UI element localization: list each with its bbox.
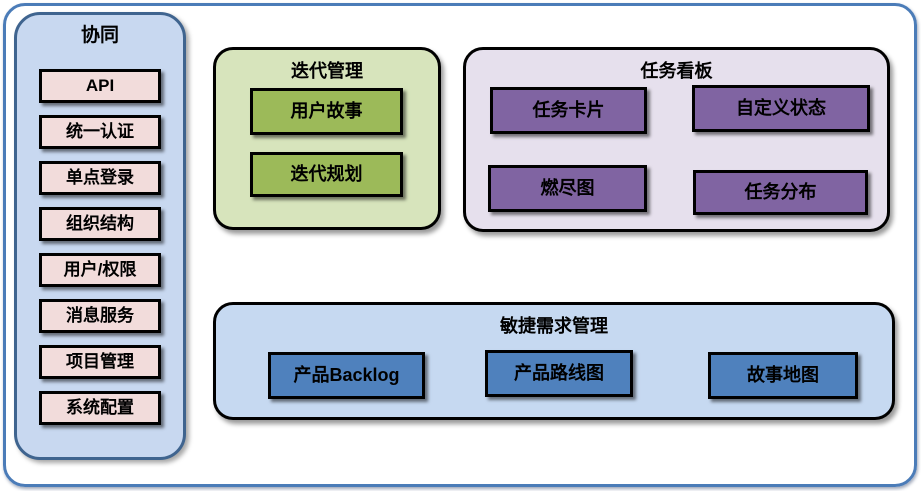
requirements-item-product-roadmap: 产品路线图 (485, 350, 633, 397)
sidebar-item-system-config: 系统配置 (39, 391, 161, 425)
sidebar-item-org-structure: 组织结构 (39, 207, 161, 241)
kanban-item-custom-status: 自定义状态 (692, 85, 870, 132)
sidebar-item-message-service: 消息服务 (39, 299, 161, 333)
kanban-item-task-card: 任务卡片 (490, 87, 647, 134)
requirements-group: 敏捷需求管理 产品Backlog 产品路线图 故事地图 (213, 302, 895, 420)
iteration-item-user-story: 用户故事 (250, 88, 403, 135)
sidebar-item-api: API (39, 69, 161, 103)
collaboration-item-list: API 统一认证 单点登录 组织结构 用户/权限 消息服务 项目管理 系统配置 (17, 69, 183, 425)
sidebar-item-unified-auth: 统一认证 (39, 115, 161, 149)
kanban-item-task-distribution: 任务分布 (693, 170, 868, 215)
kanban-group: 任务看板 任务卡片 自定义状态 燃尽图 任务分布 (463, 47, 890, 232)
sidebar-item-sso: 单点登录 (39, 161, 161, 195)
requirements-item-story-map: 故事地图 (708, 352, 858, 399)
iteration-group-title: 迭代管理 (291, 61, 363, 81)
iteration-item-iteration-planning: 迭代规划 (250, 152, 403, 197)
collaboration-group: 协同 API 统一认证 单点登录 组织结构 用户/权限 消息服务 项目管理 系统… (14, 12, 186, 460)
kanban-group-title: 任务看板 (640, 61, 713, 81)
requirements-group-title: 敏捷需求管理 (500, 316, 608, 336)
sidebar-item-project-management: 项目管理 (39, 345, 161, 379)
iteration-group: 迭代管理 用户故事 迭代规划 (213, 47, 441, 230)
collaboration-group-title: 协同 (80, 25, 119, 46)
requirements-item-product-backlog: 产品Backlog (268, 352, 425, 399)
outer-frame (3, 3, 917, 487)
kanban-item-burndown-chart: 燃尽图 (488, 165, 647, 212)
sidebar-item-user-permissions: 用户/权限 (39, 253, 161, 287)
